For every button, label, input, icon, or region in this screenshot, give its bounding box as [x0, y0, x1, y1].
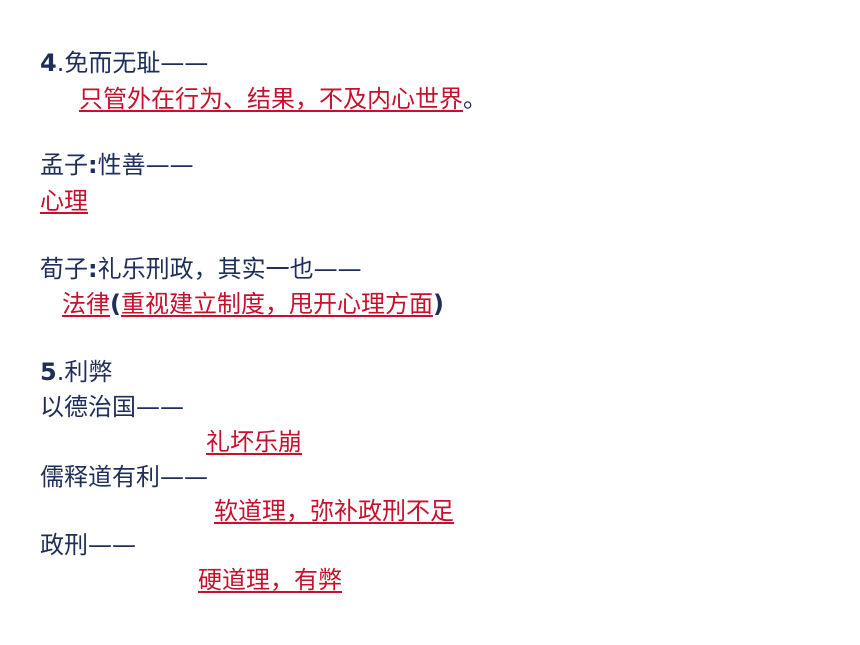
- item5-row3-answer: 硬道理，有弊: [198, 566, 342, 594]
- item5-row2-label: 儒释道有利——: [40, 463, 208, 491]
- item5-row1-answer: 礼坏乐崩: [206, 428, 302, 456]
- xunzi-colon: :: [88, 255, 98, 283]
- mencius-text: 性善——: [97, 151, 194, 179]
- item4-answer-line: 只管外在行为、结果，不及内心世界。: [79, 82, 487, 116]
- item5-number: 5: [40, 358, 57, 386]
- mencius-colon: :: [88, 151, 98, 179]
- item5-row1-answer-line: 礼坏乐崩: [206, 425, 302, 459]
- item5-row3-answer-line: 硬道理，有弊: [198, 563, 342, 597]
- item5-row2-answer: 软道理，弥补政刑不足: [214, 497, 454, 525]
- item4-title: .免而无耻——: [56, 49, 209, 77]
- item4-number: 4: [40, 49, 57, 77]
- xunzi-answer-word: 法律: [62, 290, 110, 318]
- mencius-answer: 心理: [40, 187, 88, 215]
- item4-answer: 只管外在行为、结果，不及内心世界: [79, 85, 463, 113]
- mencius-name: 孟子: [40, 151, 88, 179]
- item5-title: .利弊: [56, 358, 113, 386]
- xunzi-answer-detail: 重视建立制度，甩开心理方面: [120, 290, 433, 318]
- item4-heading: 4.免而无耻——: [40, 46, 208, 80]
- item5-row2-answer-line: 软道理，弥补政刑不足: [214, 494, 454, 528]
- mencius-answer-line: 心理: [40, 184, 88, 218]
- xunzi-answer-line: 法律(重视建立制度，甩开心理方面): [62, 287, 444, 321]
- item5-row1-label: 以德治国——: [40, 393, 184, 421]
- xunzi-paren-open: (: [110, 290, 121, 318]
- item5-row3-label: 政刑——: [40, 531, 136, 559]
- item5-heading: 5.利弊: [40, 355, 112, 389]
- item4-answer-tail: 。: [463, 85, 487, 113]
- xunzi-heading: 荀子:礼乐刑政，其实一也——: [40, 252, 362, 286]
- mencius-heading: 孟子:性善——: [40, 148, 194, 182]
- xunzi-text: 礼乐刑政，其实一也——: [97, 255, 362, 283]
- xunzi-paren-close: ): [432, 290, 444, 318]
- xunzi-name: 荀子: [40, 255, 88, 283]
